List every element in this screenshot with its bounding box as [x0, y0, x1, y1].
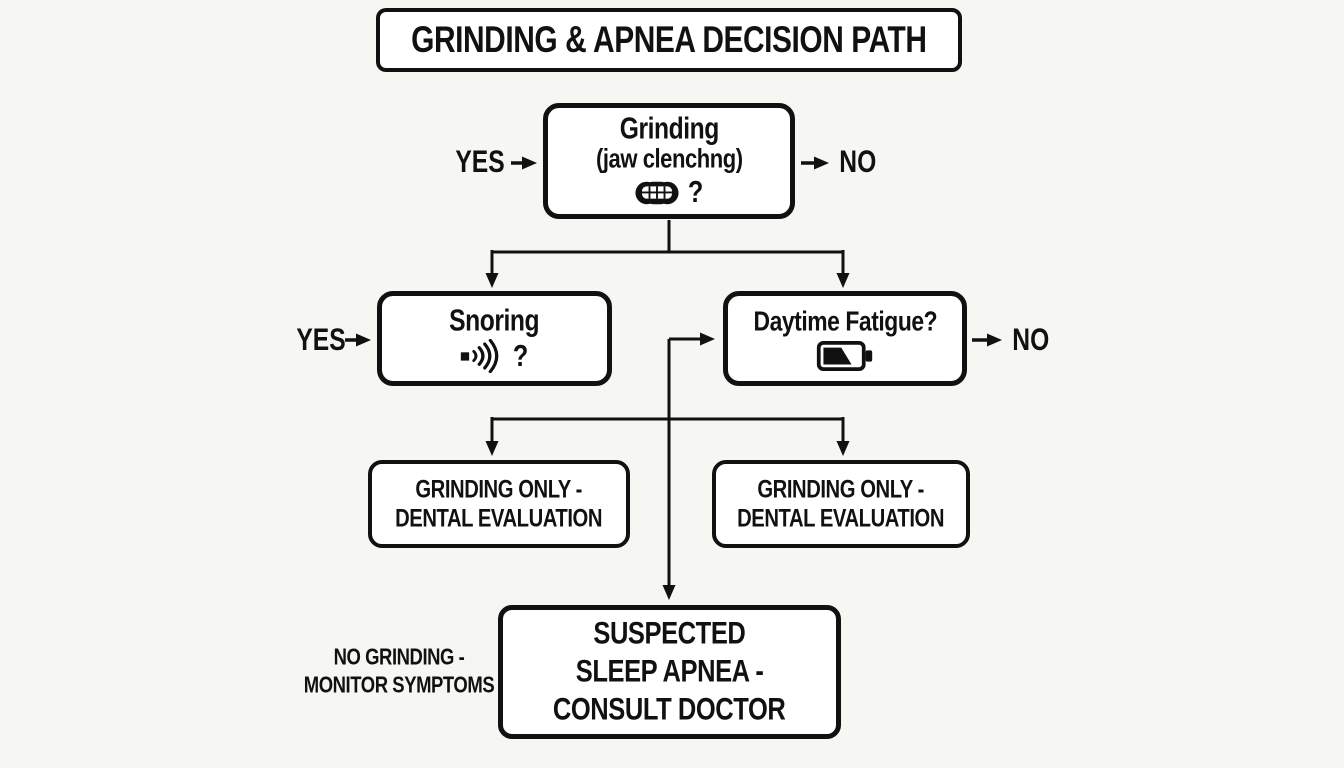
node-grinding-question-mark: ? — [687, 174, 704, 209]
node-daytime-fatigue: Daytime Fatigue? — [723, 291, 967, 386]
node-daytime-fatigue-title: Daytime Fatigue? — [753, 304, 937, 337]
node-snoring-title: Snoring — [449, 303, 540, 337]
battery-icon — [816, 340, 873, 371]
edge-label-yes-grinding: YES — [455, 144, 505, 180]
page-title: GRINDING & APNEA DECISION PATH — [411, 18, 927, 60]
node-grinding: Grinding (jaw clenchng) ? — [543, 103, 795, 219]
outcome-suspected-apnea-line1: SUSPECTED — [593, 616, 746, 652]
node-daytime-fatigue-icon-row — [816, 339, 874, 373]
outcome-monitor-line2: MONITOR SYMPTOMS — [303, 673, 495, 698]
outcome-suspected-apnea-line3: CONSULT DOCTOR — [553, 692, 786, 728]
outcome-monitor-line1: NO GRINDING - — [333, 645, 465, 670]
outcome-monitor-note: NO GRINDING - MONITOR SYMPTOMS — [283, 644, 515, 700]
outcome-grinding-only-right-line1: GRINDING ONLY - — [757, 474, 925, 503]
node-snoring-icon-row: ? — [459, 337, 529, 373]
title-box: GRINDING & APNEA DECISION PATH — [376, 8, 962, 72]
outcome-suspected-apnea: SUSPECTED SLEEP APNEA - CONSULT DOCTOR — [498, 605, 841, 739]
outcome-grinding-only-left: GRINDING ONLY - DENTAL EVALUATION — [368, 460, 630, 548]
outcome-suspected-apnea-line2: SLEEP APNEA - — [575, 654, 764, 690]
teeth-grinding-icon — [635, 181, 679, 205]
outcome-grinding-only-left-line2: DENTAL EVALUATION — [395, 503, 603, 532]
edge-label-yes-snoring: YES — [296, 322, 346, 358]
outcome-grinding-only-right-line2: DENTAL EVALUATION — [737, 503, 945, 532]
node-grinding-subtitle: (jaw clenchng) — [595, 143, 743, 175]
edge-label-no-grinding: NO — [839, 144, 877, 180]
node-grinding-icon-row: ? — [634, 174, 704, 209]
node-snoring: Snoring ? — [377, 291, 612, 386]
node-snoring-question-mark: ? — [513, 337, 529, 372]
sound-waves-icon — [461, 338, 499, 373]
edge-label-no-fatigue: NO — [1012, 322, 1050, 358]
node-grinding-title: Grinding — [619, 111, 719, 146]
outcome-grinding-only-left-line1: GRINDING ONLY - — [415, 474, 583, 503]
outcome-grinding-only-right: GRINDING ONLY - DENTAL EVALUATION — [712, 460, 970, 548]
